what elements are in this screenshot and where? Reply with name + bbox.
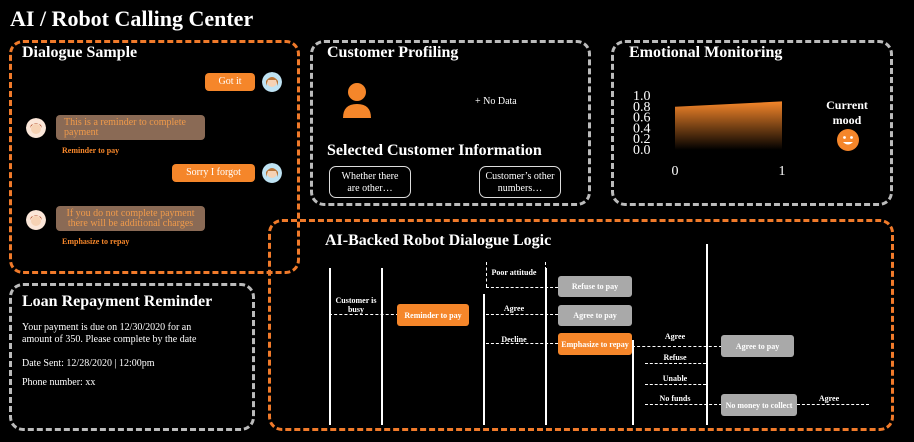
flow-line [632, 340, 634, 425]
bot-avatar-icon [26, 210, 46, 230]
no-data-text: + No Data [475, 96, 517, 107]
x-tick-1: 1 [779, 164, 786, 178]
flow-line [706, 244, 708, 425]
message-tag-1: Reminder to pay [62, 146, 120, 155]
y-tick-1: 0.2 [633, 132, 651, 147]
loan-date-sent: Date Sent: 12/28/2020 | 12:00pm [22, 358, 155, 369]
selected-info-title: Selected Customer Information [327, 142, 542, 159]
profiling-title: Customer Profiling [327, 44, 459, 61]
flow-connector [645, 363, 706, 364]
flow-line [329, 268, 331, 425]
label-poor-attitude: Poor attitude [491, 268, 537, 277]
happy-face-icon [837, 129, 859, 151]
message-user-1: Got it [205, 73, 255, 91]
loan-title: Loan Repayment Reminder [22, 293, 213, 310]
dialogue-title: Dialogue Sample [22, 44, 138, 61]
info-option-numbers[interactable]: Customer’s other numbers… [479, 166, 561, 198]
flow-connector [329, 314, 399, 315]
flow-connector [545, 262, 546, 290]
flow-connector [486, 262, 487, 287]
user-avatar-icon [262, 163, 282, 183]
loan-phone: Phone number: xx [22, 377, 96, 388]
logic-panel [268, 219, 894, 431]
message-user-2: Sorry I forgot [172, 164, 255, 182]
flow-connector [645, 384, 706, 385]
emotion-chart: 0.00.20.40.60.81.0 0 1 [633, 89, 786, 178]
page-title: AI / Robot Calling Center [10, 6, 254, 31]
bot-avatar-icon [26, 118, 46, 138]
node-reminder-to-pay[interactable]: Reminder to pay [397, 304, 469, 326]
message-tag-2: Emphasize to repay [62, 237, 130, 246]
label-unable: Unable [662, 374, 688, 383]
node-no-money-to-collect[interactable]: No money to collect [721, 394, 797, 416]
flow-connector [486, 314, 558, 315]
y-tick-labels: 0.00.20.40.60.81.0 [633, 89, 651, 158]
node-emphasize-to-repay[interactable]: Emphasize to repay [558, 333, 632, 355]
label-customer-busy: Customer is busy [335, 296, 377, 314]
emotion-panel [611, 40, 893, 206]
message-bot-1: This is a reminder to complete payment [56, 115, 205, 140]
user-avatar-icon [262, 72, 282, 92]
flow-connector [645, 404, 722, 405]
logic-title: AI-Backed Robot Dialogue Logic [325, 232, 552, 249]
label-no-funds: No funds [659, 394, 691, 403]
info-option-other[interactable]: Whether there are other… [329, 166, 411, 198]
flow-connector [486, 287, 558, 288]
label-refuse: Refuse [663, 353, 687, 362]
x-tick-0: 0 [672, 164, 679, 178]
loan-panel [9, 283, 255, 431]
node-refuse-to-pay[interactable]: Refuse to pay [558, 276, 632, 297]
node-agree-to-pay[interactable]: Agree to pay [721, 335, 794, 357]
y-tick-3: 0.6 [633, 111, 651, 126]
flow-connector [632, 346, 722, 347]
label-agree-3: Agree [818, 394, 840, 403]
y-tick-2: 0.4 [633, 121, 651, 136]
flow-connector [797, 404, 869, 405]
y-tick-4: 0.8 [633, 100, 651, 115]
node-agree-to-pay-mid[interactable]: Agree to pay [558, 305, 632, 326]
label-agree-2: Agree [664, 332, 686, 341]
label-decline: Decline [501, 335, 527, 344]
flow-connector [486, 343, 558, 344]
loan-body: Your payment is due on 12/30/2020 for an… [22, 322, 197, 345]
flow-line [545, 268, 547, 425]
profiling-panel [310, 40, 591, 206]
emotion-title: Emotional Monitoring [629, 44, 783, 61]
label-agree-1: Agree [503, 304, 525, 313]
flow-line [381, 268, 383, 425]
mood-area [675, 101, 782, 150]
person-icon [343, 83, 371, 118]
y-tick-5: 1.0 [633, 89, 651, 104]
dialogue-panel [9, 40, 300, 274]
y-tick-0: 0.0 [633, 143, 651, 158]
message-bot-2: If you do not complete payment there wil… [56, 206, 205, 231]
flow-line [483, 294, 485, 425]
current-mood-label: Current mood [826, 98, 868, 127]
